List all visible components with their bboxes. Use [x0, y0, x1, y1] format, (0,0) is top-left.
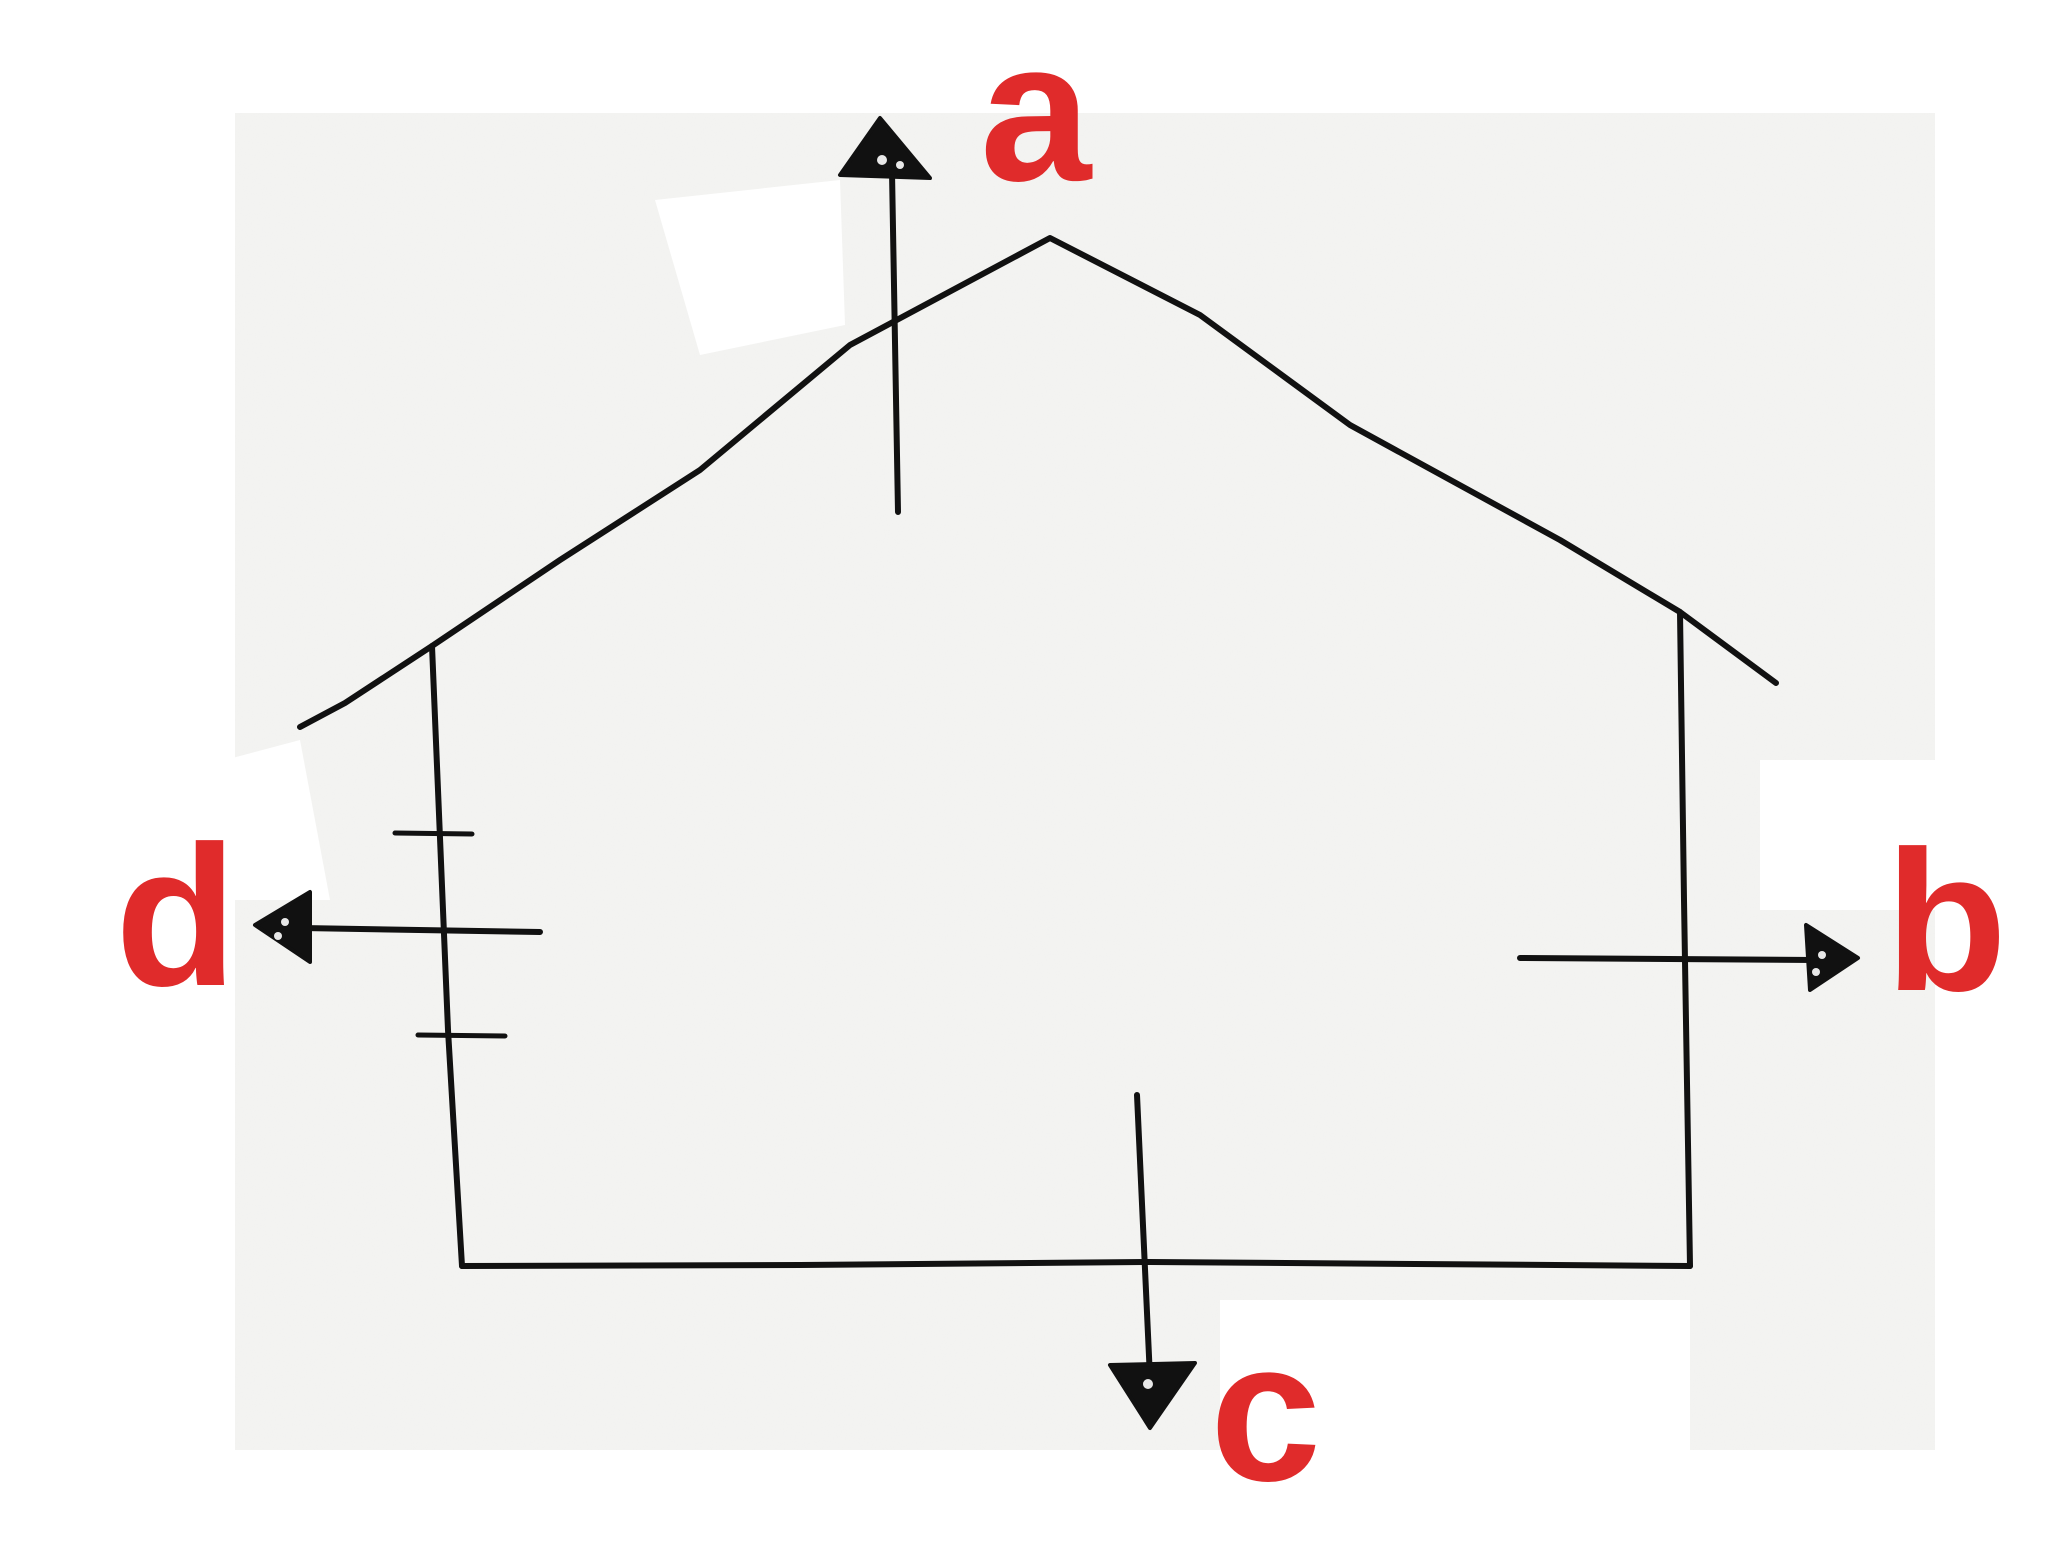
label-c: c: [1210, 1300, 1321, 1523]
label-b: b: [1885, 810, 2007, 1033]
arrow-b: [1517, 923, 1860, 992]
house-outline: [297, 235, 1779, 1269]
paper-background: [112, 113, 1948, 1562]
wall-tick-marks: [392, 830, 508, 1039]
arrow-a: [838, 116, 932, 515]
arrow-c: [1108, 1092, 1197, 1430]
arrow-d: [253, 890, 543, 964]
label-d: d: [115, 805, 237, 1028]
label-a: a: [980, 0, 1093, 223]
